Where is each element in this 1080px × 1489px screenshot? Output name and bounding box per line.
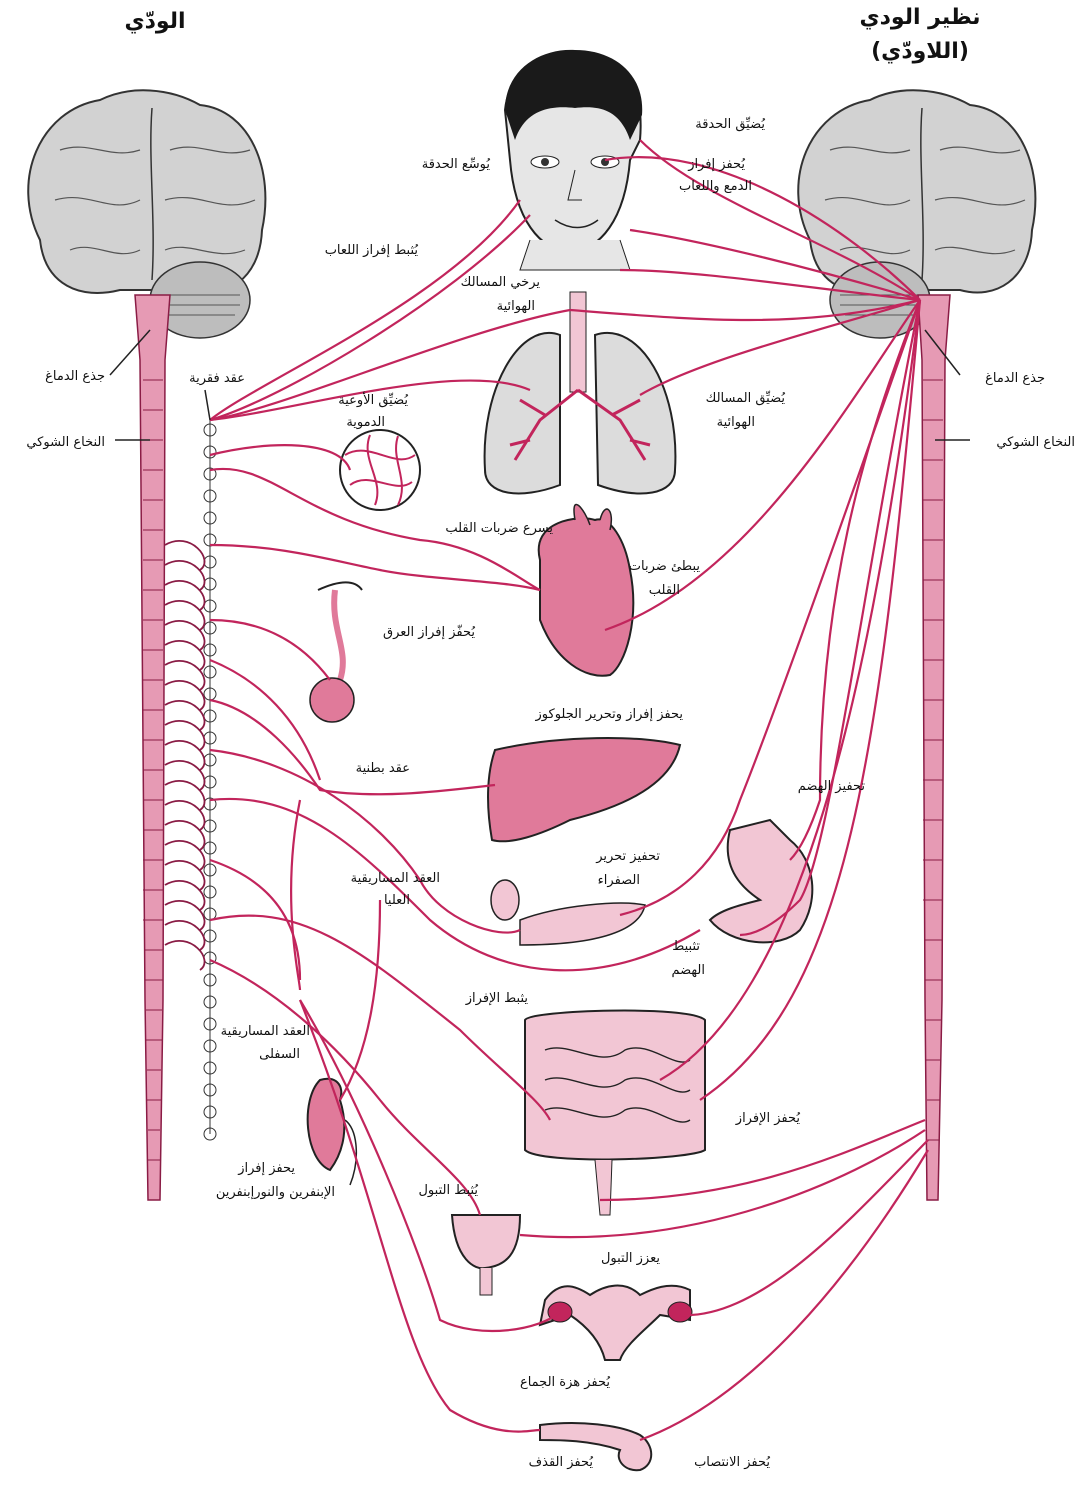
constrict-airways-label-1: يُضيِّق المسالك: [706, 389, 786, 406]
promote-urination-label: يعزز التبول: [601, 1251, 660, 1266]
right-spinal-cord-label: النخاع الشوكي: [996, 435, 1075, 450]
sympathetic-chain-ganglia: [203, 420, 217, 1141]
liver: [487, 737, 682, 843]
parasympathetic-subtitle: (اللاودّي): [871, 39, 969, 64]
heart: [537, 503, 635, 677]
right-spinal-cord: [917, 294, 951, 1201]
ejaculation-label: يُحفز القذف: [529, 1455, 594, 1470]
stomach: [708, 818, 814, 944]
pancreas-gallbladder: [490, 879, 646, 946]
constrict-airways-label-2: الهوائية: [717, 415, 755, 430]
adrenal-kidney: [306, 1077, 358, 1186]
adrenal-label-2: الإبنفرين والنورإبنفرين: [216, 1185, 335, 1200]
bile-label-1: تحفيز تحرير: [595, 849, 660, 864]
label-leaders: [109, 329, 970, 441]
vertebral-ganglia-label: عقد فقرية: [189, 371, 245, 386]
heart-slow-label-2: القلب: [649, 583, 680, 598]
spinal-nerve-loops: [164, 539, 206, 971]
uterus: [538, 1284, 693, 1361]
left-brain: [27, 89, 267, 339]
sympathetic-nerves: [209, 199, 701, 1433]
parasympathetic-nerves: [519, 139, 929, 1442]
sympathetic-title: الودّي: [124, 9, 185, 34]
superior-mesenteric-label-1: العقد المساريقية: [351, 871, 440, 886]
superior-mesenteric-label-2: العليا: [384, 893, 410, 908]
face: [503, 49, 643, 271]
dilate-pupil-label: يُوسِّع الحدقة: [422, 156, 491, 172]
inferior-mesenteric-label-1: العقد المساريقية: [221, 1024, 310, 1039]
stim-digest-label: تحفيز الهضم: [798, 779, 866, 794]
intestines: [524, 1009, 706, 1216]
orgasm-label: يُحفز هزة الجماع: [520, 1375, 611, 1390]
bladder: [450, 1214, 522, 1296]
constrict-vessels-label-1: يُضيِّق الأوعية: [338, 391, 409, 408]
inhibit-digest-label-1: تثبيط: [672, 939, 700, 954]
adrenal-label-1: يحفز إفراز: [237, 1161, 295, 1176]
lungs: [483, 291, 677, 495]
relax-airways-label-1: يرخي المسالك: [461, 275, 541, 290]
inferior-mesenteric-label-2: السفلى: [259, 1047, 300, 1062]
relax-airways-label-2: الهوائية: [497, 299, 535, 314]
inhibit-urination-label: يُثبط التبول: [418, 1183, 479, 1198]
penis: [539, 1422, 653, 1472]
tears-label-2: الدمع واللعاب: [679, 179, 752, 194]
parasympathetic-title: نظير الودي: [859, 5, 980, 30]
inhibit-digest-label-2: الهضم: [672, 963, 706, 978]
celiac-ganglion-label: عقد بطنية: [356, 761, 410, 776]
blood-vessel-circle: [339, 429, 421, 511]
stim-secretion-label: يُحفز الإفراز: [735, 1111, 801, 1126]
heart-slow-label-1: يبطئ ضربات: [629, 559, 701, 574]
glucose-label: يحفز إفراز وتحرير الجلوكوز: [535, 707, 684, 722]
constrict-pupil-label: يُضيِّق الحدقة: [695, 115, 766, 132]
inhibit-secretion-label: يثبط الإفراز: [465, 991, 529, 1006]
tears-label-1: يُحفز إفراز: [687, 157, 746, 172]
right-brainstem-label: جذع الدماغ: [985, 371, 1045, 386]
constrict-vessels-label-2: الدموية: [346, 415, 385, 430]
bile-label-2: الصفراء: [598, 873, 640, 888]
left-spinal-cord: [134, 294, 171, 1201]
left-brainstem-label: جذع الدماغ: [45, 369, 105, 384]
heart-fast-label: يسرع ضربات القلب: [445, 521, 553, 536]
inhibit-saliva-label: يُثبط إفراز اللعاب: [325, 243, 419, 258]
erection-label: يُحفز الانتصاب: [694, 1455, 771, 1470]
left-spinal-cord-label: النخاع الشوكي: [26, 435, 105, 450]
sweat-gland: [309, 581, 363, 723]
sweat-label: يُحفّز إفراز العرق: [383, 624, 476, 640]
